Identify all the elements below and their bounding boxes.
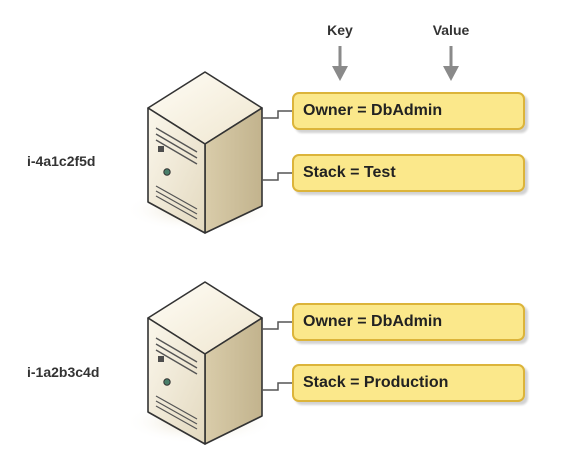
instance-id-label: i-4a1c2f5d xyxy=(27,153,96,169)
tag-stack: Stack = Test xyxy=(292,154,525,192)
connector-lines xyxy=(262,110,294,181)
instance-id-label: i-1a2b3c4d xyxy=(27,364,100,380)
tag-stack: Stack = Production xyxy=(292,364,525,402)
key-arrow xyxy=(332,46,348,81)
value-label: Value xyxy=(432,22,470,38)
value-arrow xyxy=(443,46,459,81)
tag-owner: Owner = DbAdmin xyxy=(292,303,525,341)
tag-owner: Owner = DbAdmin xyxy=(292,92,525,130)
server-tower-icon xyxy=(125,281,275,445)
key-label: Key xyxy=(327,22,353,38)
connector-lines xyxy=(262,321,294,391)
server-tower-icon xyxy=(125,71,275,234)
